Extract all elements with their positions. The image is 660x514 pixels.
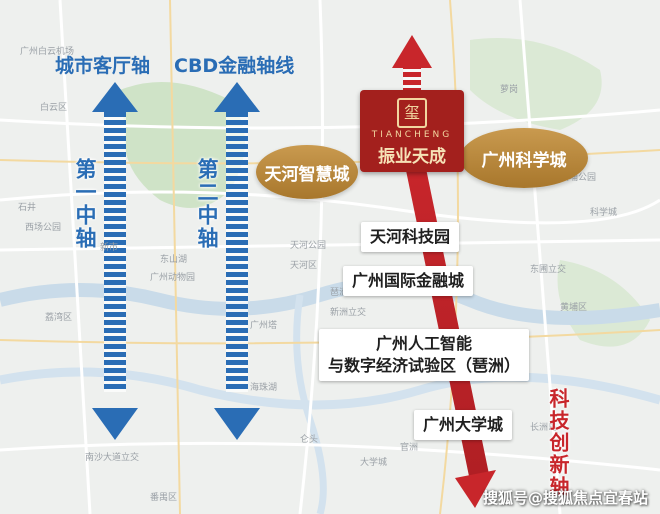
guangzhou-science-city-oval[interactable]: 广州科学城 (460, 128, 588, 188)
place-label: 官洲 (400, 443, 419, 453)
place-label: 琶洲 (330, 288, 349, 298)
place-label: 长洲岛 (530, 423, 558, 433)
stop-international-finance-city[interactable]: 广州国际金融城 (343, 266, 474, 296)
place-label: 新市 (100, 243, 119, 253)
green-area-north (470, 38, 602, 130)
watermark: 搜狐号@搜狐焦点宜春站 (482, 489, 648, 507)
place-label: 海珠湖 (250, 383, 278, 393)
place-label: 黄埔区 (560, 303, 588, 313)
green-area-east (557, 260, 650, 347)
project-logo-icon: 玺 (397, 98, 427, 128)
tianhe-smart-city-oval[interactable]: 天河智慧城 (256, 145, 358, 199)
place-label: 东圃立交 (530, 265, 567, 275)
project-badge[interactable]: 玺 TIANCHENG 振业天成 (360, 90, 464, 172)
place-label: 广州动物园 (150, 273, 196, 283)
second-axis-label: 第二中轴 (195, 158, 219, 250)
place-label: 大学城 (360, 458, 388, 468)
oval-label: 天河智慧城 (264, 164, 350, 185)
innovation-axis-label: 科技创新轴 (546, 388, 570, 498)
place-label: 西场公园 (25, 223, 62, 233)
place-label: 广州白云机场 (20, 47, 75, 57)
project-name-cn: 振业天成 (378, 147, 446, 167)
place-label: 番禺区 (150, 493, 178, 503)
mid-axis-title: CBD金融轴线 (174, 55, 295, 77)
place-label: 石井 (18, 203, 37, 213)
place-label: 科学城 (590, 208, 618, 218)
place-label: 东山湖 (160, 255, 188, 265)
left-axis-title: 城市客厅轴 (55, 55, 151, 77)
place-label: 荔湾区 (45, 313, 73, 323)
baiyun-mountain (120, 82, 245, 208)
stop-tianhe-tech-park[interactable]: 天河科技园 (361, 222, 460, 252)
stop-university-town[interactable]: 广州大学城 (414, 410, 513, 440)
place-label: 广州塔 (250, 321, 278, 331)
first-axis-label: 第一中轴 (73, 158, 97, 250)
place-label: 新洲立交 (330, 308, 367, 318)
stop-pazhou-ai-zone[interactable]: 广州人工智能 与数字经济试验区（琶洲） (319, 329, 530, 381)
place-label: 仑头 (300, 435, 319, 445)
place-label: 天河区 (290, 261, 318, 271)
project-name-en: TIANCHENG (371, 130, 453, 140)
oval-label: 广州科学城 (481, 150, 567, 171)
place-label: 萝岗 (500, 85, 519, 95)
place-label: 天河公园 (290, 241, 327, 251)
place-label: 白云区 (40, 103, 68, 113)
place-label: 黄埔公园 (560, 173, 597, 183)
first-axis-arrow (92, 82, 138, 440)
second-axis-arrow (214, 82, 260, 440)
place-label: 南沙大道立交 (85, 453, 140, 463)
